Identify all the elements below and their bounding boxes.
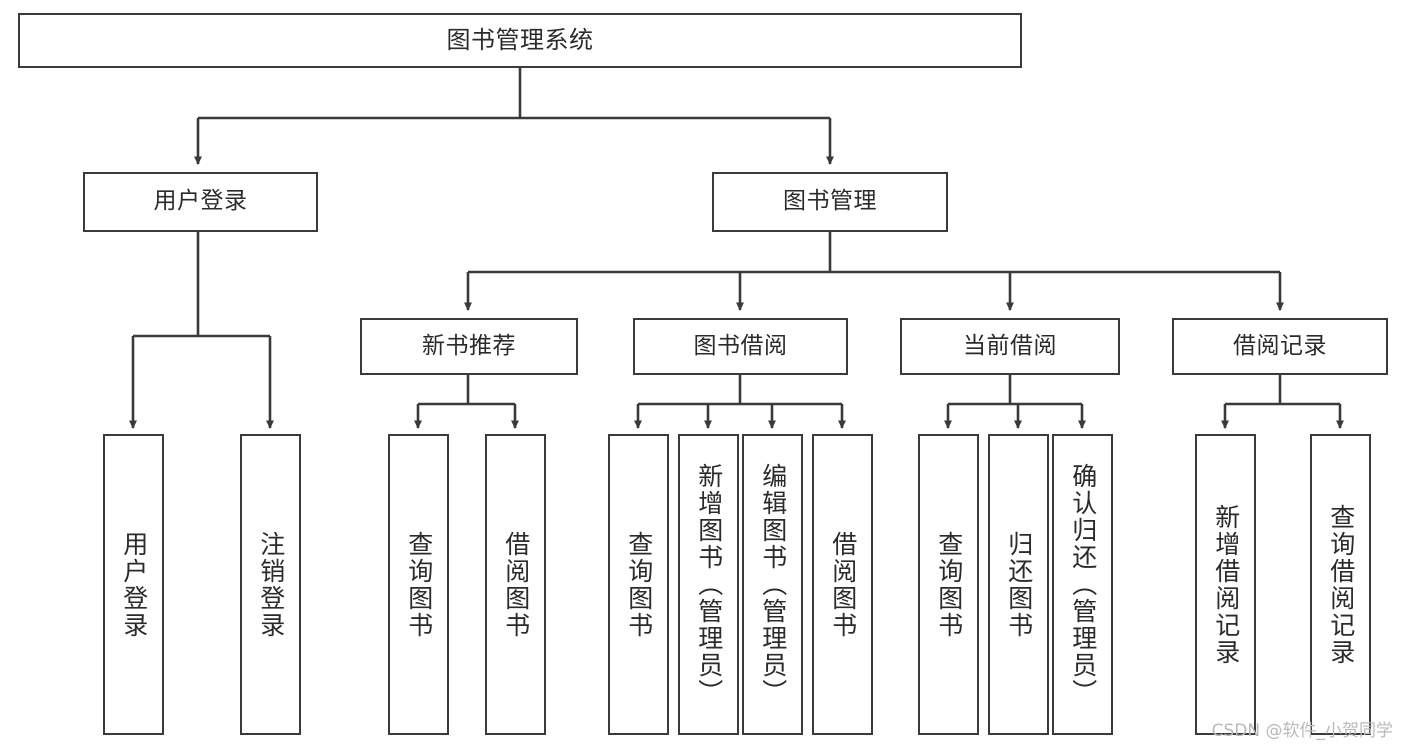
- leaf-query-book-current[interactable]: 查询图书: [918, 434, 979, 735]
- node-book-management[interactable]: 图书管理: [712, 172, 948, 232]
- node-label: 确认归还（管理员）: [1068, 463, 1098, 706]
- leaf-add-borrow-record[interactable]: 新增借阅记录: [1195, 434, 1256, 735]
- node-new-book-recommend[interactable]: 新书推荐: [360, 318, 578, 375]
- node-current-borrow[interactable]: 当前借阅: [900, 318, 1120, 375]
- leaf-add-book-admin[interactable]: 新增图书（管理员）: [678, 434, 739, 735]
- leaf-logout-login[interactable]: 注销登录: [240, 434, 301, 735]
- node-borrow-record[interactable]: 借阅记录: [1172, 318, 1388, 375]
- node-label: 查询图书: [624, 530, 654, 639]
- node-label: 图书管理系统: [446, 26, 594, 55]
- node-label: 查询图书: [934, 530, 964, 639]
- node-label: 编辑图书（管理员）: [758, 463, 788, 706]
- node-root-book-management-system[interactable]: 图书管理系统: [18, 13, 1022, 68]
- node-label: 新增图书（管理员）: [694, 463, 724, 706]
- node-label: 当前借阅: [963, 332, 1057, 359]
- leaf-query-book-new-recommend[interactable]: 查询图书: [388, 434, 449, 735]
- node-label: 图书管理: [783, 188, 877, 215]
- node-label: 借阅图书: [501, 530, 531, 639]
- node-label: 借阅记录: [1233, 332, 1327, 359]
- leaf-return-book[interactable]: 归还图书: [988, 434, 1049, 735]
- leaf-confirm-return-admin[interactable]: 确认归还（管理员）: [1052, 434, 1113, 735]
- node-label: 查询图书: [404, 530, 434, 639]
- node-label: 新书推荐: [422, 332, 516, 359]
- node-label: 借阅图书: [828, 530, 858, 639]
- node-label: 查询借阅记录: [1326, 503, 1356, 666]
- leaf-query-book-borrow[interactable]: 查询图书: [608, 434, 669, 735]
- leaf-query-borrow-record[interactable]: 查询借阅记录: [1310, 434, 1371, 735]
- leaf-borrow-book-new-recommend[interactable]: 借阅图书: [485, 434, 546, 735]
- node-label: 用户登录: [119, 530, 149, 639]
- leaf-user-login[interactable]: 用户登录: [103, 434, 164, 735]
- watermark: CSDN @软件_小贺同学: [1211, 721, 1393, 741]
- node-user-login[interactable]: 用户登录: [83, 172, 318, 232]
- node-label: 归还图书: [1004, 530, 1034, 639]
- node-label: 注销登录: [256, 530, 286, 639]
- node-book-borrow[interactable]: 图书借阅: [633, 318, 848, 375]
- node-label: 用户登录: [153, 188, 248, 215]
- node-label: 图书借阅: [693, 332, 788, 359]
- leaf-edit-book-admin[interactable]: 编辑图书（管理员）: [742, 434, 803, 735]
- node-label: 新增借阅记录: [1211, 503, 1241, 666]
- leaf-borrow-book-borrow[interactable]: 借阅图书: [812, 434, 873, 735]
